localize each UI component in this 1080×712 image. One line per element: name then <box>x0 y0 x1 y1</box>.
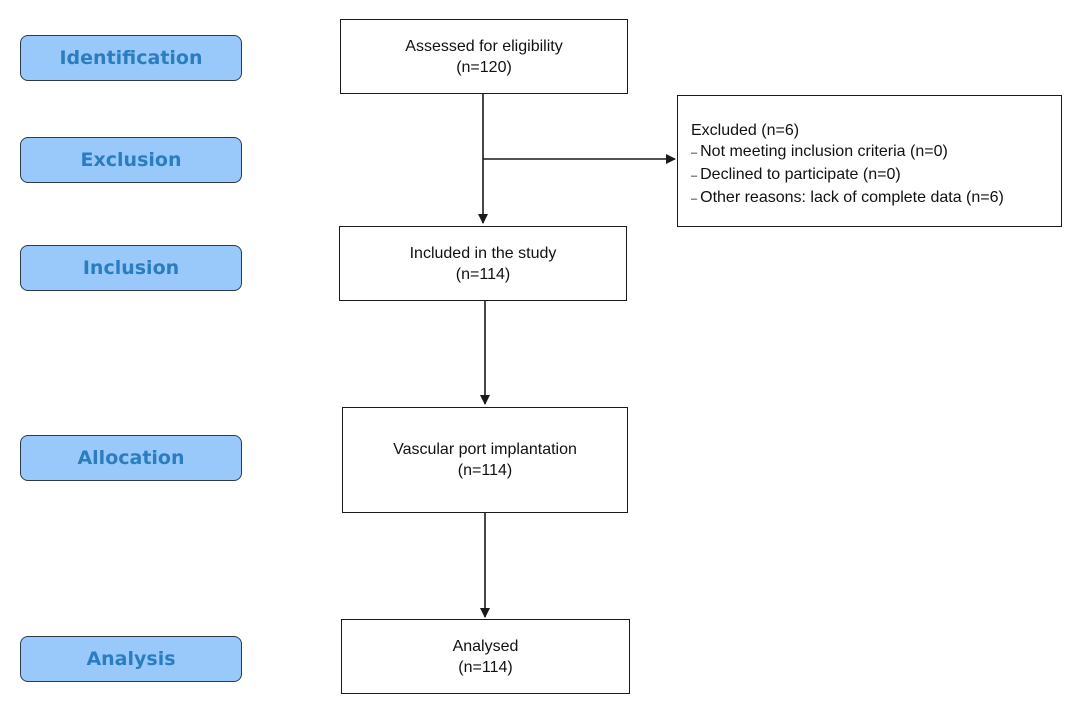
excluded-reason-other: –Other reasons: lack of complete data (n… <box>691 189 1004 206</box>
excluded-title: Excluded (n=6) <box>691 122 800 139</box>
analysed-box: Analysed (n=114) <box>341 619 630 694</box>
stage-exclusion: Exclusion <box>20 137 242 183</box>
analysed-title: Analysed <box>452 637 519 655</box>
assessed-count: (n=120) <box>456 58 512 76</box>
excluded-reason-inclusion-criteria: –Not meeting inclusion criteria (n=0) <box>691 143 948 160</box>
stage-analysis: Analysis <box>20 636 242 682</box>
stage-allocation: Allocation <box>20 435 242 481</box>
included-box: Included in the study (n=114) <box>339 226 627 301</box>
allocated-title: Vascular port implantation <box>393 441 577 458</box>
excluded-box: Excluded (n=6) –Not meeting inclusion cr… <box>677 95 1062 227</box>
allocated-box: Vascular port implantation (n=114) <box>342 407 628 513</box>
list-dash: – <box>691 147 698 159</box>
stage-identification: Identification <box>20 35 242 81</box>
included-count: (n=114) <box>455 265 511 283</box>
assessed-box: Assessed for eligibility (n=120) <box>340 19 628 94</box>
stage-inclusion: Inclusion <box>20 245 242 291</box>
included-title: Included in the study <box>409 244 557 262</box>
list-dash: – <box>691 170 698 182</box>
list-dash: – <box>691 193 698 205</box>
assessed-title: Assessed for eligibility <box>405 37 563 55</box>
allocated-count: (n=114) <box>457 462 513 479</box>
analysed-count: (n=114) <box>458 658 513 676</box>
excluded-reason-declined: –Declined to participate (n=0) <box>691 166 901 183</box>
